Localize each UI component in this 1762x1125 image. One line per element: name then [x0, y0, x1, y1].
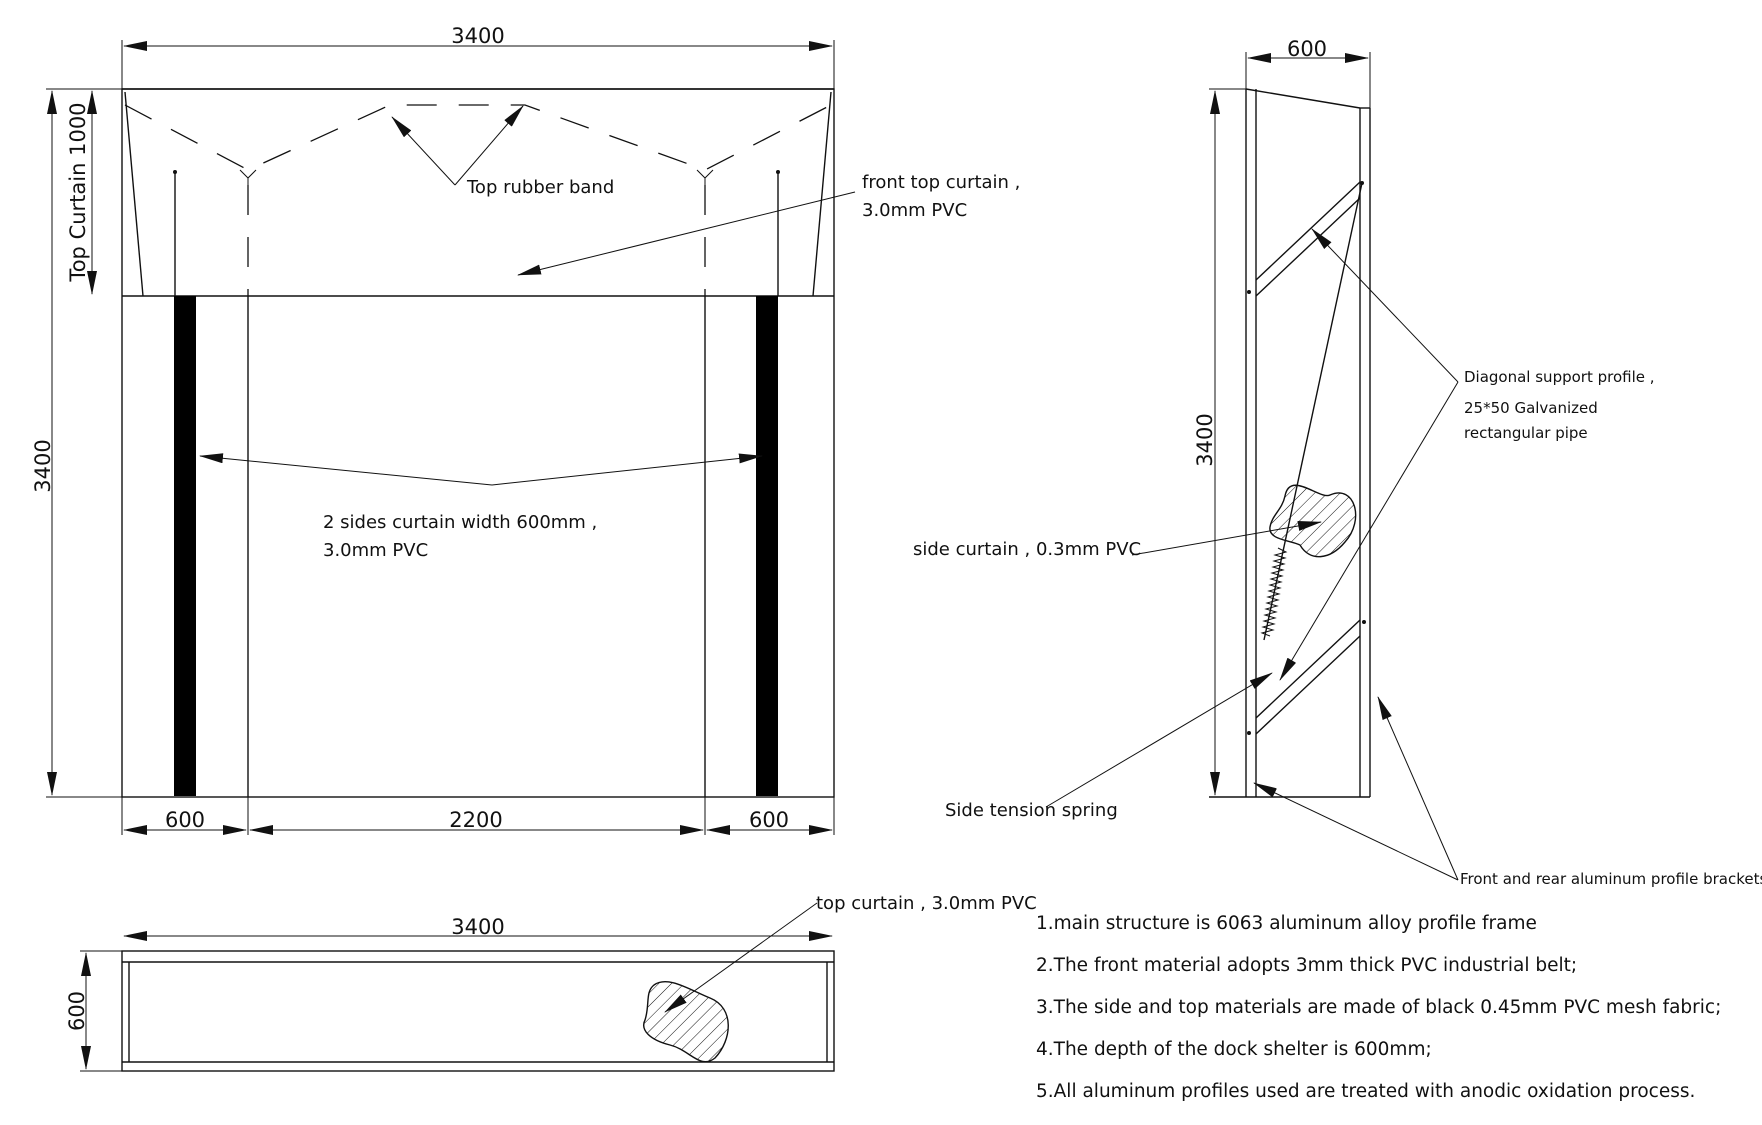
notes: 1.main structure is 6063 aluminum alloy … [1036, 913, 1721, 1102]
label-side-tension-spring: Side tension spring [945, 800, 1118, 821]
top-curtain-dim: Top Curtain 1000 [66, 102, 90, 282]
front-width-dim: 3400 [451, 24, 504, 48]
right-side-width-dim: 600 [749, 808, 789, 832]
note-3: 3.The side and top materials are made of… [1036, 997, 1721, 1018]
label-front-top-curtain-2: 3.0mm PVC [862, 200, 967, 221]
label-sides-curtain-1: 2 sides curtain width 600mm , [323, 512, 597, 533]
top-view-width-dim: 3400 [451, 915, 504, 939]
label-side-curtain: side curtain , 0.3mm PVC [913, 539, 1141, 560]
side-tension-spring [1260, 547, 1288, 637]
side-depth-dim: 600 [1287, 37, 1327, 61]
opening-width-dim: 2200 [449, 808, 502, 832]
label-front-top-curtain-1: front top curtain , [862, 172, 1020, 193]
side-view: 600 3400 Diagonal support profile , 25*5… [913, 37, 1762, 888]
top-curtain-section [643, 980, 729, 1063]
note-4: 4.The depth of the dock shelter is 600mm… [1036, 1039, 1432, 1060]
left-side-width-dim: 600 [165, 808, 205, 832]
upper-diagonal-profile [1255, 181, 1361, 281]
right-side-curtain [756, 296, 778, 796]
note-2: 2.The front material adopts 3mm thick PV… [1036, 955, 1577, 976]
front-view: 3400 3400 Top Curtain 1000 600 2200 600 … [31, 24, 1020, 835]
label-profile-brackets: Front and rear aluminum profile brackets [1460, 870, 1762, 888]
top-rubber-band [124, 104, 832, 171]
left-side-curtain [174, 296, 196, 796]
front-height-dim: 3400 [31, 439, 55, 492]
label-sides-curtain-2: 3.0mm PVC [323, 540, 428, 561]
label-diagonal-3: rectangular pipe [1464, 424, 1588, 442]
side-height-dim: 3400 [1193, 413, 1217, 466]
top-view-depth-dim: 600 [65, 991, 89, 1031]
lower-diagonal-profile [1255, 619, 1361, 719]
note-5: 5.All aluminum profiles used are treated… [1036, 1081, 1695, 1102]
label-top-rubber-band: Top rubber band [466, 177, 614, 198]
label-diagonal-2: 25*50 Galvanized [1464, 399, 1598, 417]
top-view-outline [121, 950, 835, 1072]
label-top-curtain: top curtain , 3.0mm PVC [816, 893, 1037, 914]
note-1: 1.main structure is 6063 aluminum alloy … [1036, 913, 1537, 934]
label-diagonal-1: Diagonal support profile , [1464, 368, 1655, 386]
side-curtain-section [1269, 484, 1357, 558]
top-view: 3400 600 top curtain , 3.0mm PVC [65, 893, 1037, 1072]
